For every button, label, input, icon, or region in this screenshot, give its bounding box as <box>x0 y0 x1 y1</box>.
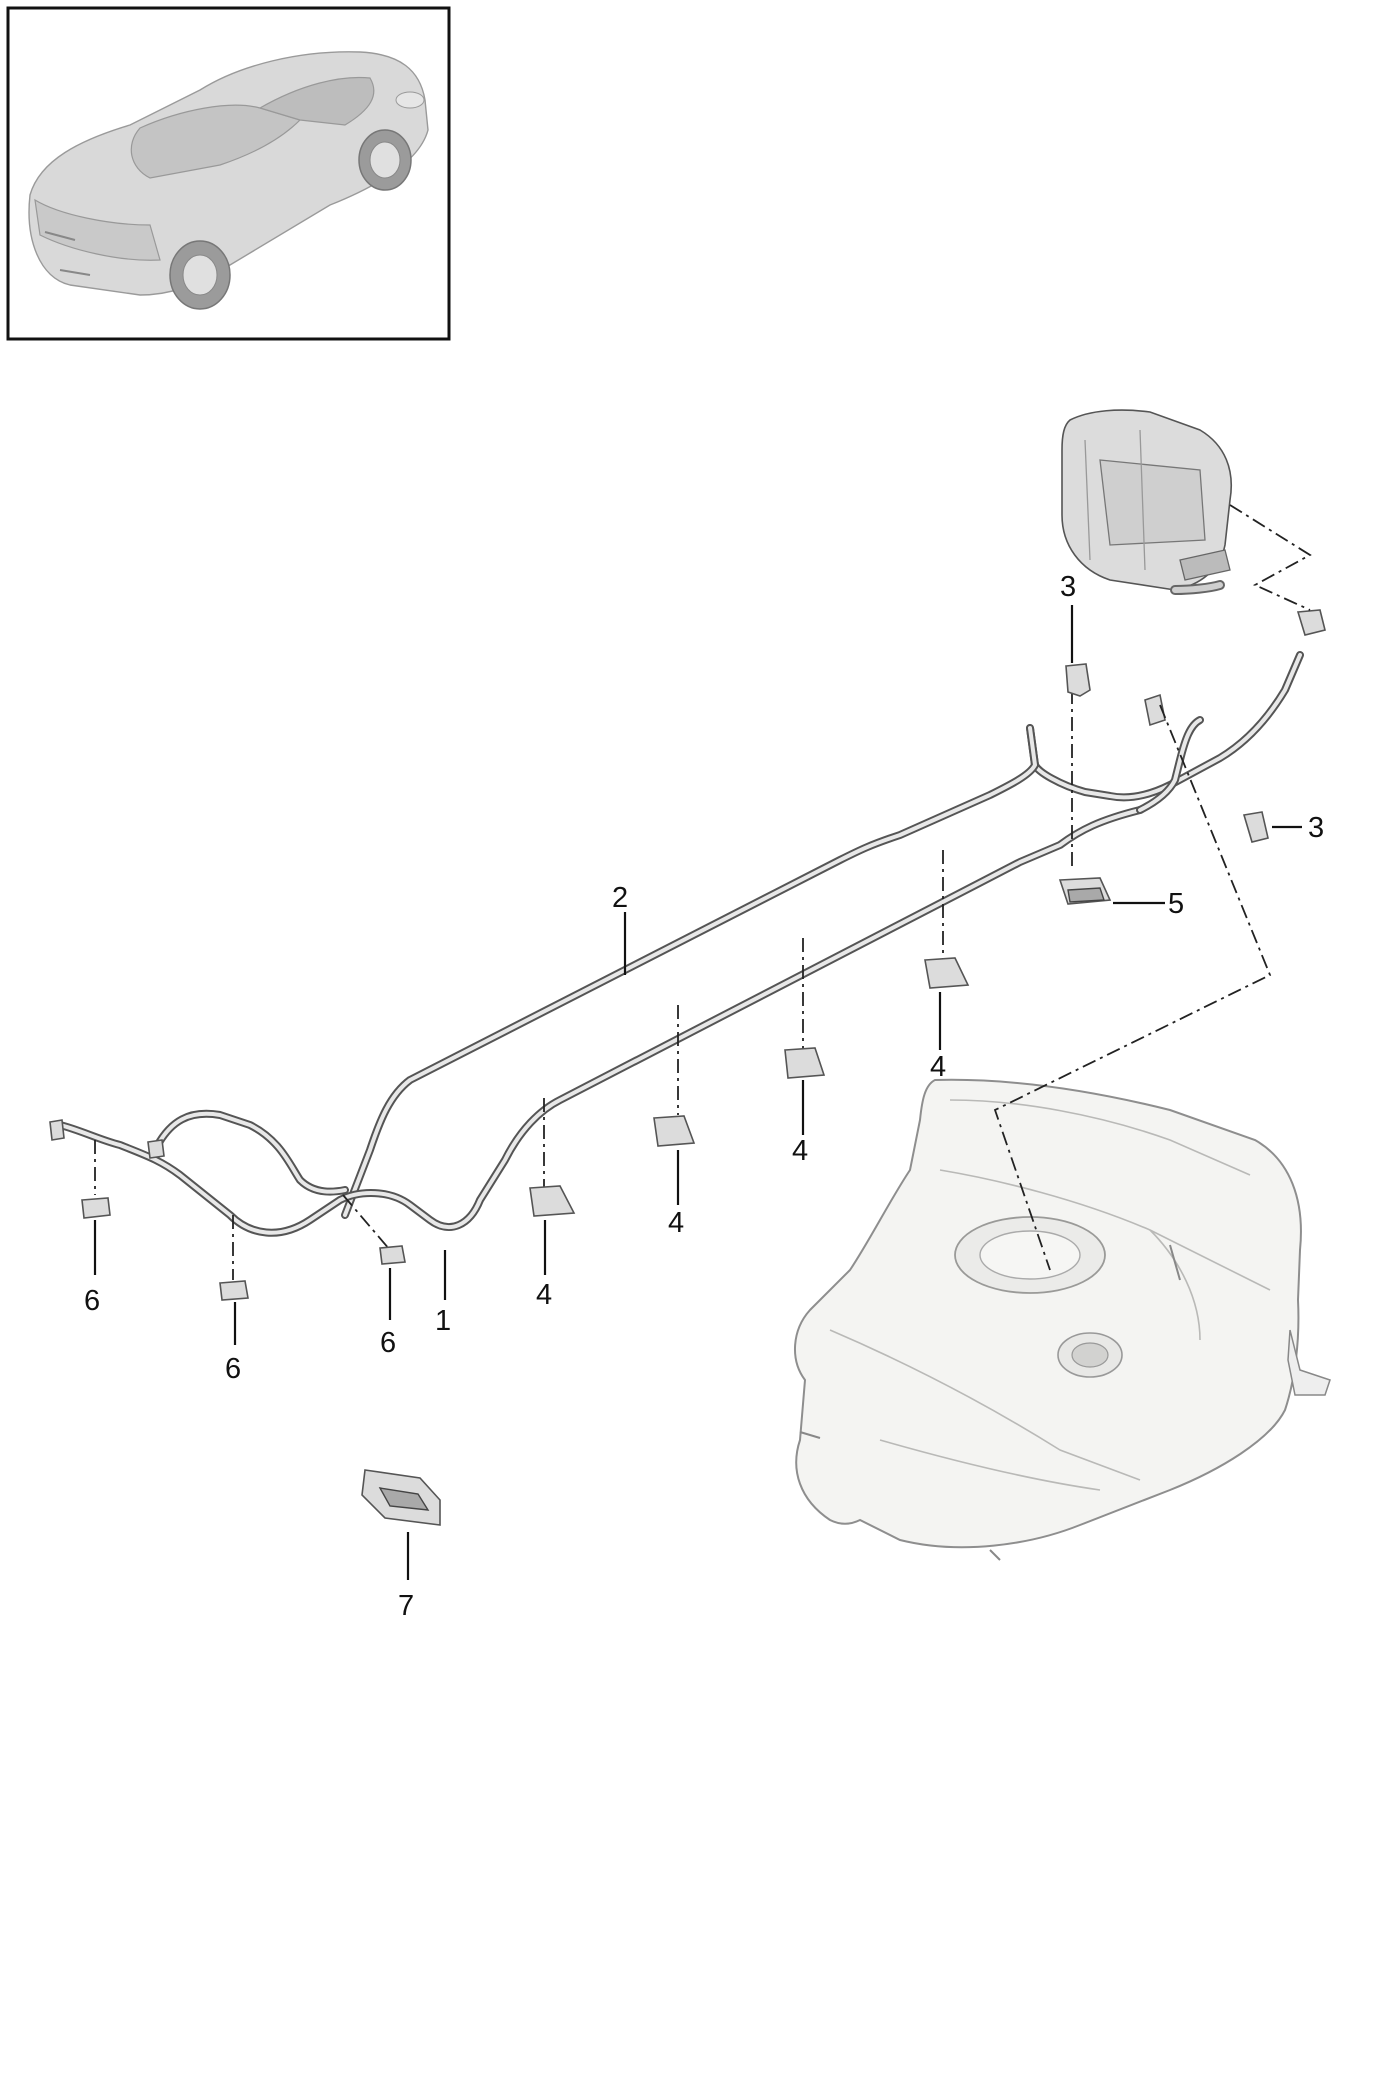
fuel-line-1 <box>56 716 1204 1237</box>
pipe-end-fitting <box>49 1119 65 1141</box>
callout-4-d: 4 <box>536 1279 552 1311</box>
callout-4-c: 4 <box>668 1207 684 1239</box>
canister-connector <box>1296 609 1326 636</box>
callout-3-right: 3 <box>1308 812 1324 844</box>
clip-4-c <box>653 1115 696 1147</box>
clip-6-a <box>81 1197 111 1219</box>
callout-6-b: 6 <box>225 1353 241 1385</box>
clip-3-right <box>1242 811 1269 843</box>
callout-4-a: 4 <box>930 1051 946 1083</box>
fuel-tank <box>794 1078 1331 1561</box>
clips <box>81 663 1269 1526</box>
callout-4-b: 4 <box>792 1135 808 1167</box>
clip-6-b <box>219 1280 249 1301</box>
callout-3-upper: 3 <box>1060 571 1076 603</box>
fuel-line-2 <box>341 651 1304 1219</box>
pipe-fitting <box>1144 693 1166 727</box>
carbon-canister <box>1061 409 1232 595</box>
callout-labels: 3 3 5 2 4 4 4 4 1 6 6 6 7 <box>84 571 1324 1622</box>
clip-4-b <box>784 1047 826 1079</box>
clip-4-d <box>529 1185 576 1217</box>
pipe-joint <box>147 1139 165 1159</box>
callout-6-a: 6 <box>84 1285 100 1317</box>
callout-6-c: 6 <box>380 1327 396 1359</box>
clip-6-c <box>379 1245 406 1265</box>
clip-4-a <box>924 957 970 989</box>
callout-5: 5 <box>1168 888 1184 920</box>
callout-7: 7 <box>398 1590 414 1622</box>
callout-1: 1 <box>435 1305 451 1337</box>
assembly-lines <box>94 504 1312 1280</box>
vehicle-thumbnail <box>6 6 451 341</box>
leader-lines <box>93 605 1302 1580</box>
clip-3-upper <box>1065 663 1091 697</box>
car-illustration <box>28 51 429 310</box>
callout-2: 2 <box>612 882 628 914</box>
